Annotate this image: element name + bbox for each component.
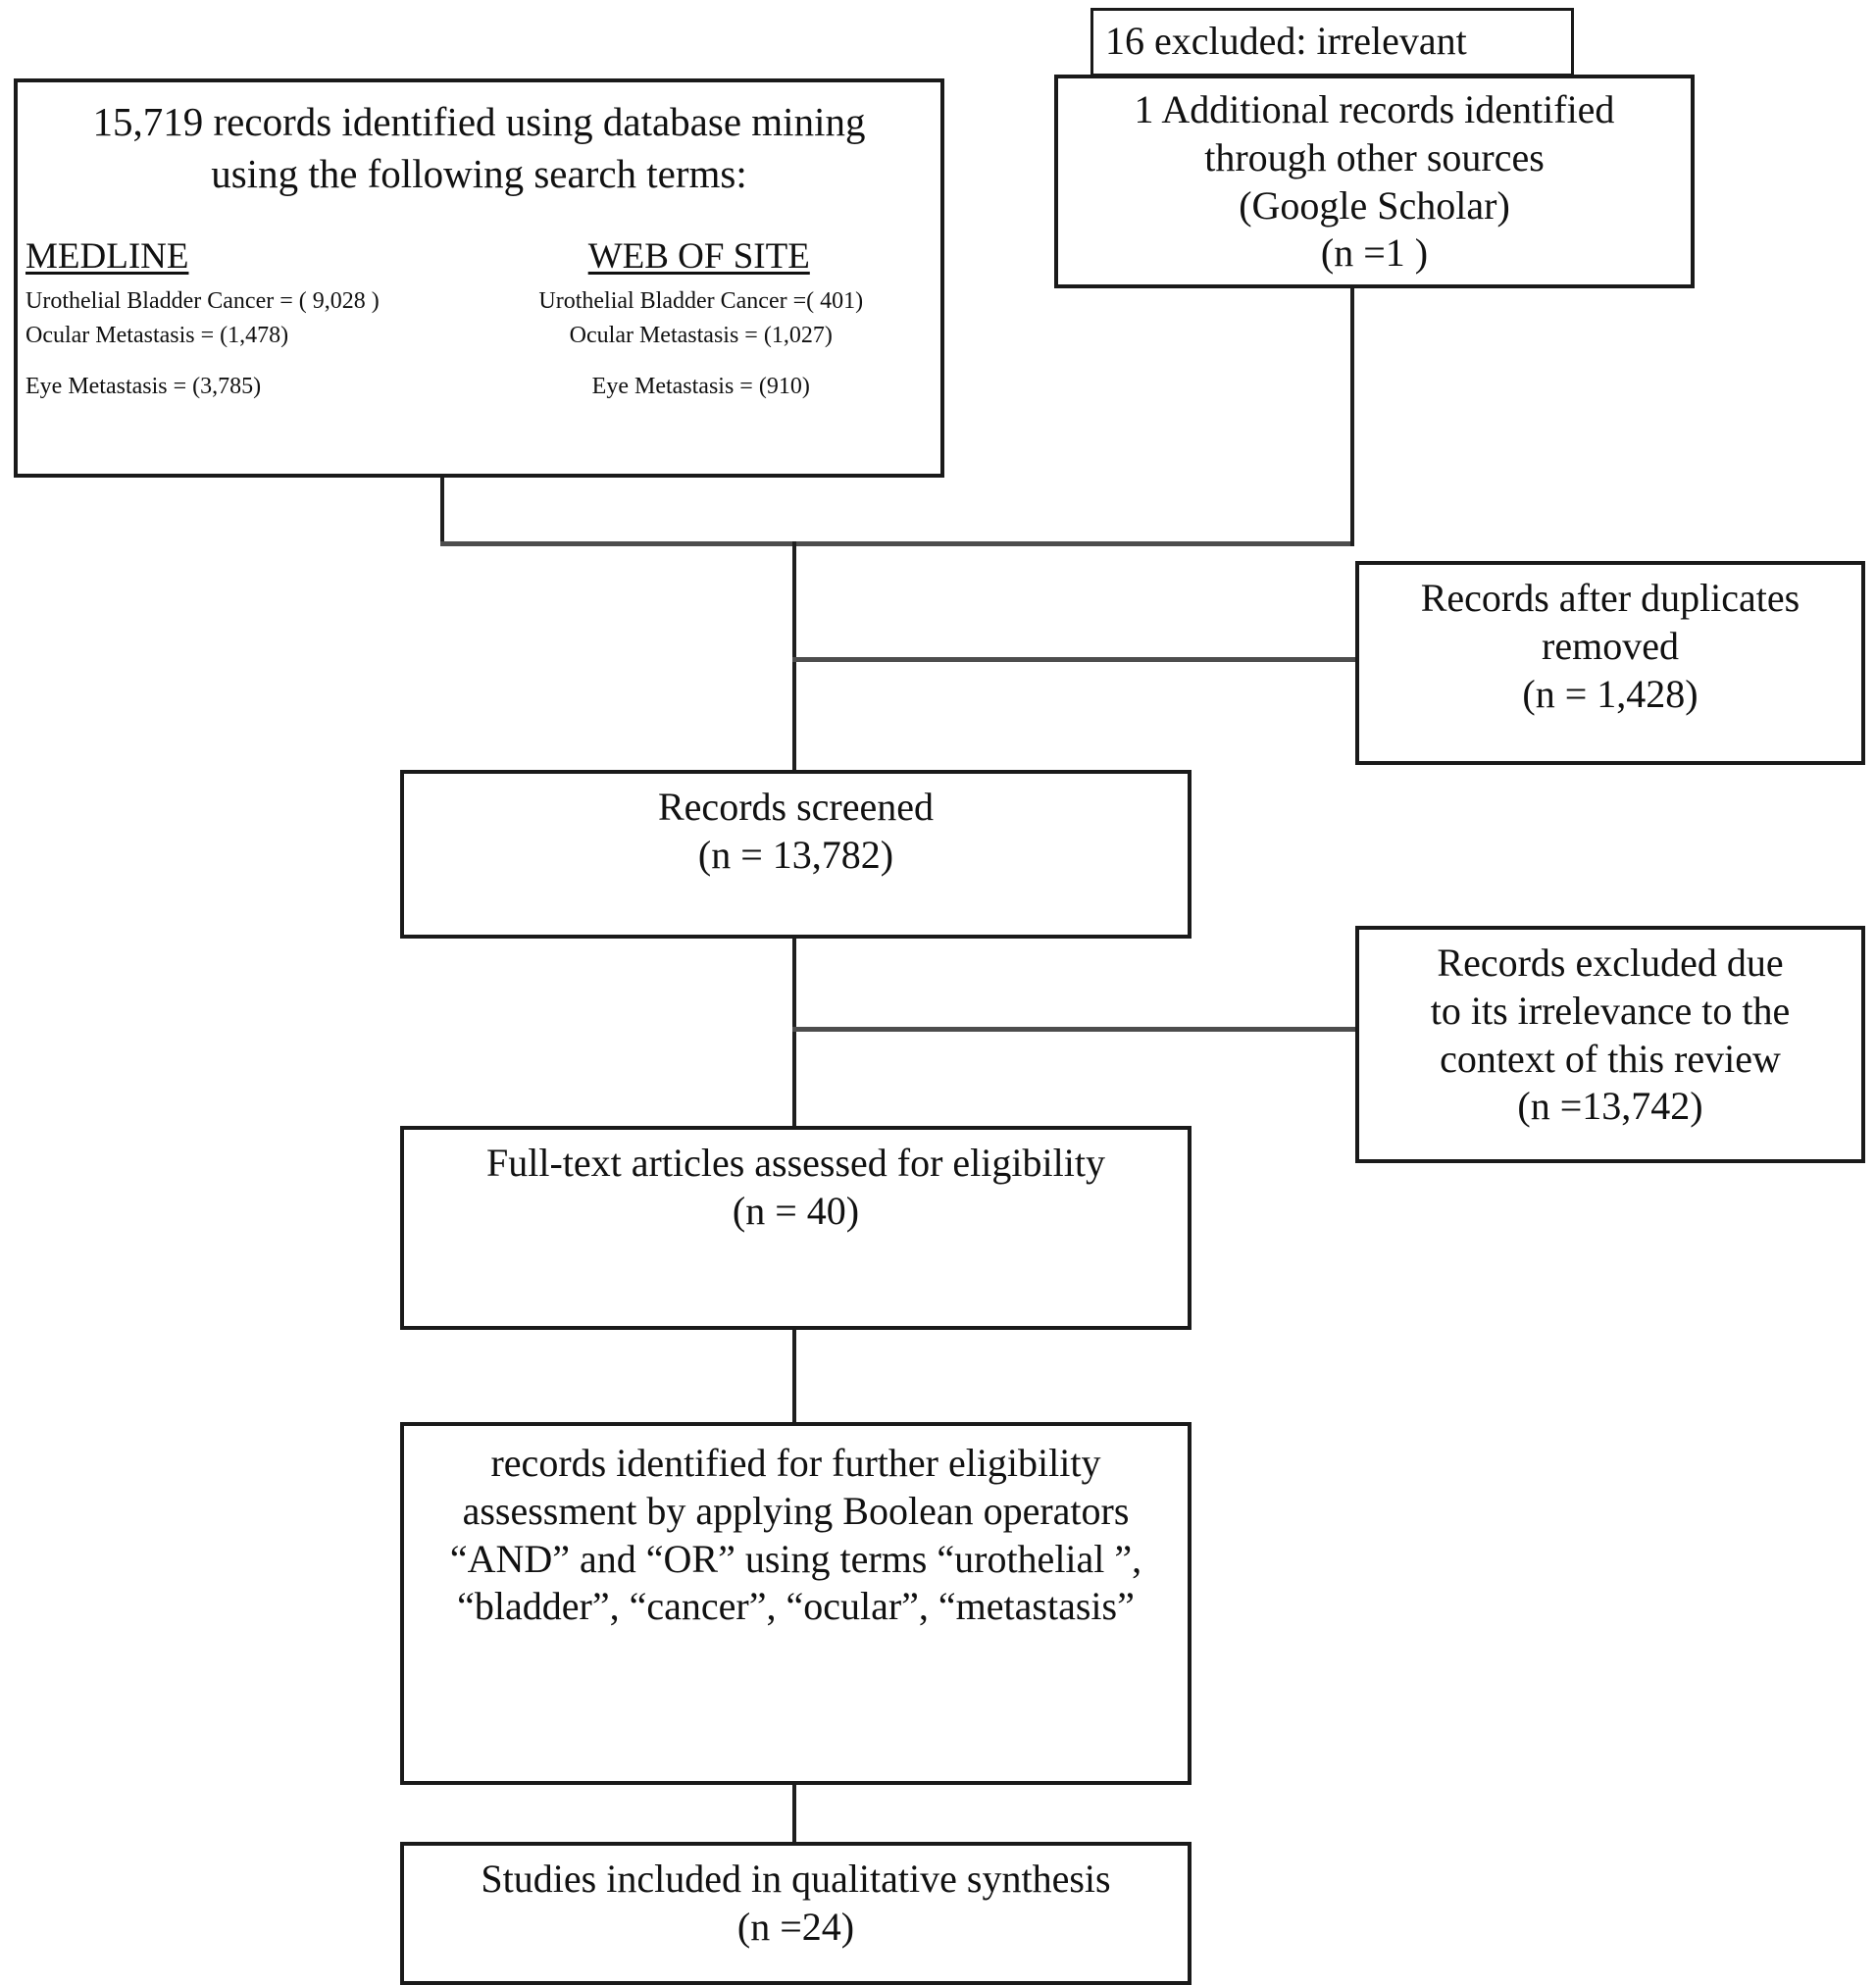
webofsite-row-eye: Eye Metastasis = (910) <box>591 374 810 400</box>
database-title-webofsite: WEB OF SITE <box>587 235 810 277</box>
additional-records-text: 1 Additional records identified through … <box>1058 78 1691 278</box>
boolean-assessment-line4: “bladder”, “cancer”, “ocular”, “metastas… <box>457 1584 1135 1629</box>
records-excluded-count: (n =13,742) <box>1517 1084 1703 1129</box>
boolean-assessment-line3: “AND” and “OR” using terms “urothelial ”… <box>449 1536 1142 1581</box>
connector-to-duplicates-box <box>792 657 1359 662</box>
additional-records-line3: (Google Scholar) <box>1239 182 1510 228</box>
connector-fulltext-to-boolean <box>792 1327 796 1425</box>
connector-identification-down <box>440 478 444 546</box>
records-excluded-line2: to its irrelevance to the <box>1430 988 1791 1033</box>
identification-headline-line1: 15,719 records identified using database… <box>92 99 866 144</box>
full-text-assessed-count: (n = 40) <box>732 1188 860 1233</box>
medline-row-ocular: Ocular Metastasis = (1,478) <box>25 322 289 348</box>
studies-included-count: (n =24) <box>736 1904 855 1949</box>
connector-screened-to-fulltext <box>792 935 796 1129</box>
records-screened-line1: Records screened <box>658 785 934 829</box>
database-columns: MEDLINE Urothelial Bladder Cancer = ( 9,… <box>18 234 940 405</box>
database-column-medline: MEDLINE Urothelial Bladder Cancer = ( 9,… <box>25 234 474 405</box>
additional-records-count: (n =1 ) <box>1320 230 1429 276</box>
full-text-assessed-text: Full-text articles assessed for eligibil… <box>404 1130 1188 1236</box>
identification-box: 15,719 records identified using database… <box>14 78 944 478</box>
studies-included-text: Studies included in qualitative synthesi… <box>404 1846 1188 1952</box>
connector-to-excluded-box <box>792 1027 1359 1032</box>
additional-records-box: 1 Additional records identified through … <box>1054 75 1695 288</box>
records-excluded-line1: Records excluded due <box>1437 941 1784 985</box>
identification-headline-line2: using the following search terms: <box>211 151 747 197</box>
identification-headline: 15,719 records identified using database… <box>18 82 940 201</box>
boolean-assessment-line1: records identified for further eligibili… <box>490 1441 1101 1485</box>
webofsite-row-ocular: Ocular Metastasis = (1,027) <box>569 322 833 348</box>
duplicates-removed-line1: Records after duplicates <box>1420 576 1800 620</box>
boolean-assessment-box: records identified for further eligibili… <box>400 1422 1192 1785</box>
boolean-assessment-text: records identified for further eligibili… <box>404 1426 1188 1631</box>
database-column-webofsite: WEB OF SITE Urothelial Bladder Cancer =(… <box>474 234 934 405</box>
duplicates-removed-count: (n = 1,428) <box>1522 671 1699 716</box>
additional-records-line1: 1 Additional records identified <box>1134 87 1615 131</box>
studies-included-line1: Studies included in qualitative synthesi… <box>481 1857 1111 1901</box>
records-excluded-line3: context of this review <box>1440 1036 1781 1081</box>
full-text-assessed-box: Full-text articles assessed for eligibil… <box>400 1126 1192 1330</box>
connector-boolean-to-included <box>792 1782 796 1845</box>
duplicates-removed-line2: removed <box>1542 623 1679 668</box>
medline-row-urothelial: Urothelial Bladder Cancer = ( 9,028 ) <box>25 287 380 314</box>
additional-records-line2: through other sources <box>1204 134 1545 179</box>
records-screened-box: Records screened (n = 13,782) <box>400 770 1192 939</box>
studies-included-box: Studies included in qualitative synthesi… <box>400 1842 1192 1985</box>
records-screened-text: Records screened (n = 13,782) <box>404 774 1188 880</box>
full-text-assessed-line1: Full-text articles assessed for eligibil… <box>486 1141 1105 1185</box>
records-screened-count: (n = 13,782) <box>697 832 894 877</box>
webofsite-row-urothelial: Urothelial Bladder Cancer =( 401) <box>538 287 864 314</box>
records-excluded-box: Records excluded due to its irrelevance … <box>1355 926 1865 1163</box>
connector-additional-down <box>1350 287 1354 546</box>
medline-row-eye: Eye Metastasis = (3,785) <box>25 374 262 400</box>
records-excluded-text: Records excluded due to its irrelevance … <box>1359 930 1861 1131</box>
duplicates-removed-box: Records after duplicates removed (n = 1,… <box>1355 561 1865 765</box>
boolean-assessment-line2: assessment by applying Boolean operators <box>462 1488 1130 1533</box>
duplicates-removed-text: Records after duplicates removed (n = 1,… <box>1359 565 1861 718</box>
excluded-irrelevant-box: 16 excluded: irrelevant <box>1090 8 1574 76</box>
database-title-medline: MEDLINE <box>25 235 189 277</box>
connector-merge-bar <box>440 541 1354 546</box>
